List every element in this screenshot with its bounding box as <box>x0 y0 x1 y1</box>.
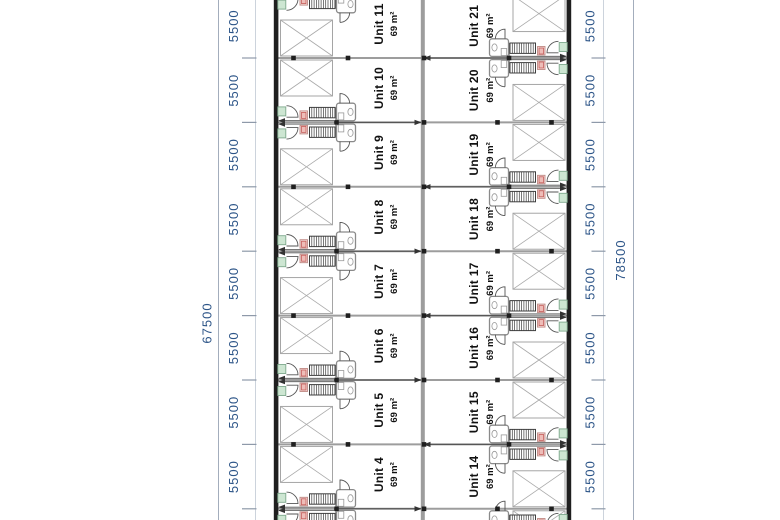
unit-area: 69 m² <box>485 78 496 103</box>
unit-label: Unit 7 <box>372 264 386 299</box>
dimension-label: 5500 <box>226 138 241 171</box>
overall-dimension-label: 78500 <box>613 239 628 280</box>
unit-area: 69 m² <box>389 12 400 37</box>
dimension-label: 5500 <box>583 267 598 300</box>
unit-area: 69 m² <box>389 205 400 230</box>
unit-label: Unit 11 <box>372 3 386 44</box>
void-boxes-right <box>512 0 566 520</box>
dimension-label: 5500 <box>583 331 598 364</box>
dimension-label: 5500 <box>583 203 598 236</box>
dimension-label: 5500 <box>226 396 241 429</box>
unit-area: 69 m² <box>389 269 400 294</box>
unit-area: 69 m² <box>485 271 496 296</box>
unit-label: Unit 17 <box>467 262 481 304</box>
dimension-label: 5500 <box>226 74 241 107</box>
unit-area: 69 m² <box>485 207 496 232</box>
unit-label: Unit 5 <box>372 393 386 428</box>
dimension-label: 5500 <box>583 138 598 171</box>
unit-area: 69 m² <box>389 333 400 358</box>
dimension-ticks <box>242 57 606 510</box>
left-unit-labels: Unit 11 69 m² Unit 10 69 m² Unit 9 69 m²… <box>372 3 400 492</box>
unit-label: Unit 8 <box>372 199 386 234</box>
dimension-label: 5500 <box>583 9 598 42</box>
dimension-label: 5500 <box>226 203 241 236</box>
unit-label: Unit 16 <box>467 327 481 369</box>
right-exterior-wall <box>566 0 572 520</box>
dimension-label: 5500 <box>583 460 598 493</box>
dimension-label: 5500 <box>226 267 241 300</box>
unit-label: Unit 18 <box>467 198 481 240</box>
unit-label: Unit 21 <box>467 5 481 47</box>
unit-area: 69 m² <box>389 398 400 423</box>
right-unit-labels: Unit 21 69 m² Unit 20 69 m² Unit 19 69 m… <box>467 5 496 498</box>
unit-area: 69 m² <box>485 400 496 425</box>
unit-area: 69 m² <box>485 335 496 360</box>
unit-area: 69 m² <box>389 462 400 487</box>
center-party-wall <box>420 0 425 520</box>
dimension-label: 5500 <box>583 74 598 107</box>
dimension-label: 5500 <box>226 9 241 42</box>
unit-area: 69 m² <box>485 464 496 489</box>
dimension-label: 5500 <box>583 396 598 429</box>
unit-area: 69 m² <box>485 142 496 167</box>
unit-area: 69 m² <box>389 140 400 165</box>
unit-area: 69 m² <box>485 13 496 38</box>
unit-label: Unit 10 <box>372 67 386 109</box>
unit-label: Unit 20 <box>467 69 481 111</box>
left-dimension-labels: 5500 5500 5500 5500 5500 5500 5500 5500 … <box>200 9 242 493</box>
left-exterior-wall <box>273 0 279 520</box>
unit-label: Unit 4 <box>372 457 386 492</box>
dimension-label: 5500 <box>226 331 241 364</box>
unit-label: Unit 14 <box>467 456 481 498</box>
unit-label: Unit 9 <box>372 135 386 170</box>
unit-area: 69 m² <box>389 76 400 101</box>
unit-label: Unit 6 <box>372 328 386 363</box>
unit-label: Unit 19 <box>467 134 481 176</box>
dimension-lines <box>218 0 634 520</box>
unit-label: Unit 15 <box>467 391 481 433</box>
right-dimension-labels: 5500 5500 5500 5500 5500 5500 5500 5500 … <box>583 9 629 493</box>
overall-dimension-label: 67500 <box>200 302 215 343</box>
dimension-label: 5500 <box>226 460 241 493</box>
